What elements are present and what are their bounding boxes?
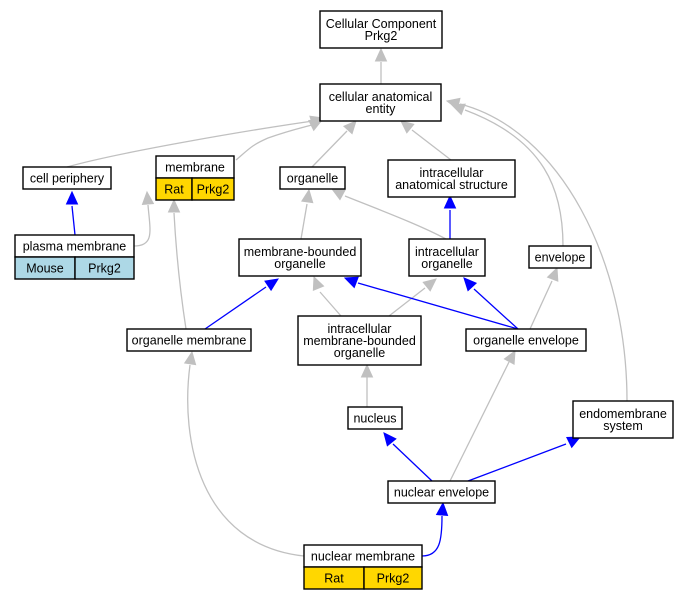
node-label-line: organelle: [334, 346, 385, 360]
gene-label: Prkg2: [197, 183, 230, 197]
node-label-line: Cellular Component: [326, 17, 437, 31]
edge-imbo-to-io: [388, 278, 437, 317]
node-label-line: anatomical structure: [395, 178, 508, 192]
node-label-line: system: [603, 419, 643, 433]
node-label-line: nuclear membrane: [311, 550, 415, 564]
edge-mbo-to-organelle: [300, 188, 314, 240]
species-label: Mouse: [26, 262, 64, 276]
species-label: Rat: [324, 572, 344, 586]
gene-label: Prkg2: [88, 262, 121, 276]
node-label-line: envelope: [535, 251, 586, 265]
gene-label: Prkg2: [377, 572, 410, 586]
edge-nucleus-to-imbo: [360, 363, 374, 407]
node-label-line: endomembrane: [579, 407, 667, 421]
edge-organelle_envelope-to-io: [463, 277, 519, 330]
edge-organelle-to-cae: [311, 120, 357, 168]
edge-ias-to-cae: [400, 120, 452, 161]
node-label-line: Prkg2: [365, 29, 398, 43]
edge-nuclear_envelope-to-nucleus: [383, 432, 433, 482]
edge-nuclear_membrane-to-nuclear_envelope: [421, 501, 449, 557]
node-label-line: organelle envelope: [473, 334, 579, 348]
node-label-line: organelle: [287, 172, 338, 186]
species-label: Rat: [164, 183, 184, 197]
node-label-line: organelle: [274, 257, 325, 271]
edge-endomembrane-to-cae: [445, 97, 628, 402]
edge-nuclear_membrane-to-organelle_membrane: [183, 350, 305, 557]
edge-membrane-to-cae: [235, 119, 324, 161]
gene-cell: [191, 177, 235, 201]
edge-organelle_envelope-to-mbo: [343, 276, 519, 330]
node-label-line: membrane-bounded: [244, 245, 357, 259]
edge-plasma_membrane-to-membrane: [133, 190, 155, 247]
node-label-line: nuclear envelope: [394, 486, 489, 500]
edge-organelle_membrane-to-mbo: [204, 278, 279, 330]
edges-layer: [65, 47, 628, 557]
node-label-line: intracellular: [415, 245, 479, 259]
edge-io-to-ias: [443, 194, 457, 239]
node-label-line: plasma membrane: [23, 240, 127, 254]
node-label-line: intracellular: [420, 166, 484, 180]
edge-nuclear_envelope-to-organelle_envelope: [449, 349, 516, 482]
node-nuclear-envelope[interactable]: nuclear envelope: [387, 480, 496, 504]
edge-cae-to-cc_root: [374, 47, 388, 84]
node-cell-periphery[interactable]: cell periphery: [22, 166, 112, 190]
node-label-line: intracellular: [328, 322, 392, 336]
gene-cell: [74, 256, 135, 280]
node-nucleus[interactable]: nucleus: [347, 406, 403, 430]
edge-plasma_membrane-to-cell_periphery: [65, 190, 79, 236]
edge-organelle_envelope-to-envelope: [529, 266, 559, 330]
node-label-line: membrane-bounded: [303, 334, 416, 348]
edge-nuclear_envelope-to-endomembrane: [467, 436, 582, 482]
node-label-line: cell periphery: [30, 172, 105, 186]
node-label-line: cellular anatomical: [329, 90, 433, 104]
node-label-line: membrane: [165, 161, 225, 175]
node-envelope[interactable]: envelope: [528, 245, 592, 269]
node-label-line: organelle: [421, 257, 472, 271]
node-label-line: entity: [366, 102, 397, 116]
node-organelle[interactable]: organelle: [279, 166, 346, 190]
gene-cell: [363, 566, 423, 590]
node-organelle-membrane[interactable]: organelle membrane: [126, 328, 252, 352]
edge-imbo-to-mbo: [312, 275, 342, 317]
node-label-line: nucleus: [353, 412, 396, 426]
edge-organelle_membrane-to-membrane: [167, 198, 187, 330]
node-label-line: organelle membrane: [132, 334, 247, 348]
node-organelle-envelope[interactable]: organelle envelope: [465, 328, 587, 352]
